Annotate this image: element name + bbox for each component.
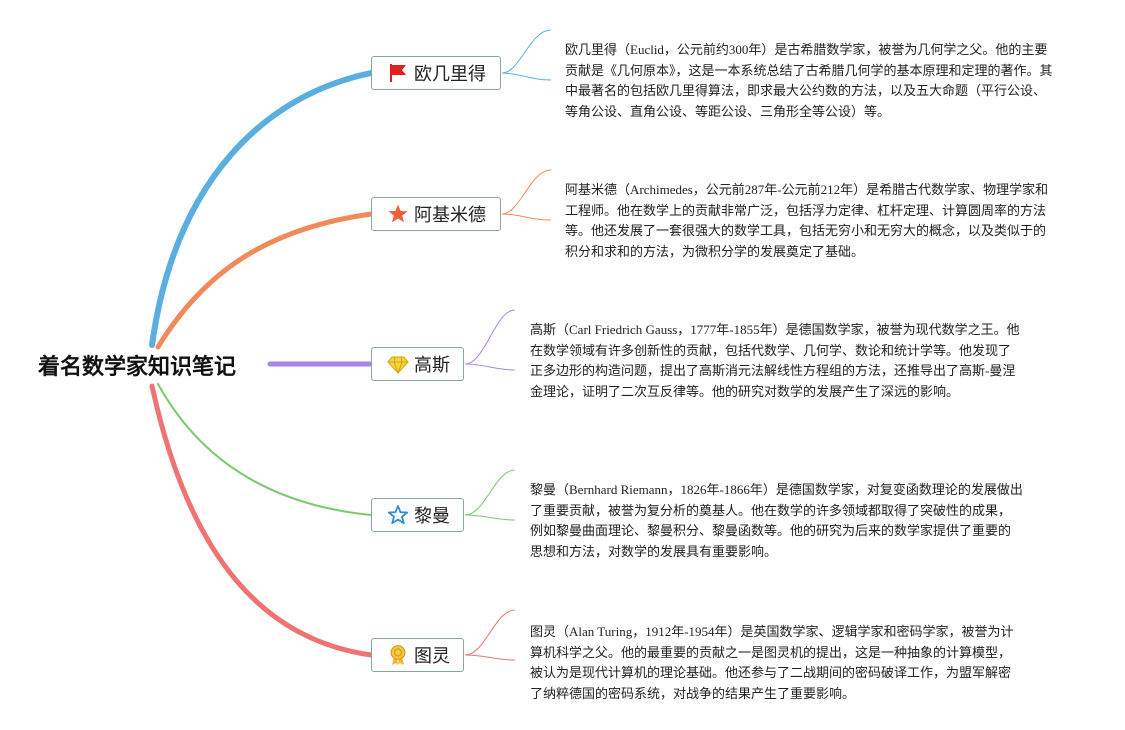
red-flag-icon — [387, 62, 409, 84]
topic-label: 阿基米德 — [414, 205, 486, 226]
description-gauss: 高斯（Carl Friedrich Gauss，1777年-1855年）是德国数… — [530, 322, 1020, 399]
desc-connector-archimedes — [501, 169, 552, 221]
desc-connector-turing — [464, 609, 516, 661]
root-topic[interactable]: 着名数学家知识笔记 — [38, 355, 237, 380]
topic-node-euclid[interactable]: 欧几里得 — [371, 56, 501, 90]
topic-node-gauss[interactable]: 高斯 — [371, 347, 464, 381]
description-archimedes: 阿基米德（Archimedes，公元前287年-公元前212年）是希腊古代数学家… — [565, 182, 1049, 259]
desc-connector-euclid — [501, 29, 552, 81]
desc-connector-gauss — [464, 309, 516, 371]
desc-connector-riemann — [464, 469, 516, 521]
topic-node-turing[interactable]: 图灵 — [371, 638, 464, 672]
topic-label: 图灵 — [414, 646, 450, 667]
branch-line-turing — [149, 383, 374, 658]
topic-label: 欧几里得 — [414, 64, 486, 85]
description-turing: 图灵（Alan Turing，1912年-1954年）是英国数学家、逻辑学家和密… — [530, 624, 1014, 701]
award-medal-icon — [387, 644, 409, 666]
description-euclid: 欧几里得（Euclid，公元前约300年）是古希腊数学家，被誉为几何学之父。他的… — [565, 42, 1053, 119]
description-riemann: 黎曼（Bernhard Riemann，1826年-1866年）是德国数学家，对… — [530, 482, 1023, 559]
branch-line-archimedes — [155, 211, 374, 350]
branch-line-euclid — [149, 70, 374, 348]
topic-label: 黎曼 — [414, 506, 450, 527]
orange-star-icon — [387, 203, 409, 225]
topic-label: 高斯 — [414, 355, 450, 376]
diamond-icon — [387, 353, 409, 375]
outline-star-icon — [387, 504, 409, 526]
branch-line-riemann — [157, 383, 372, 516]
topic-node-archimedes[interactable]: 阿基米德 — [371, 197, 501, 231]
topic-node-riemann[interactable]: 黎曼 — [371, 498, 464, 532]
